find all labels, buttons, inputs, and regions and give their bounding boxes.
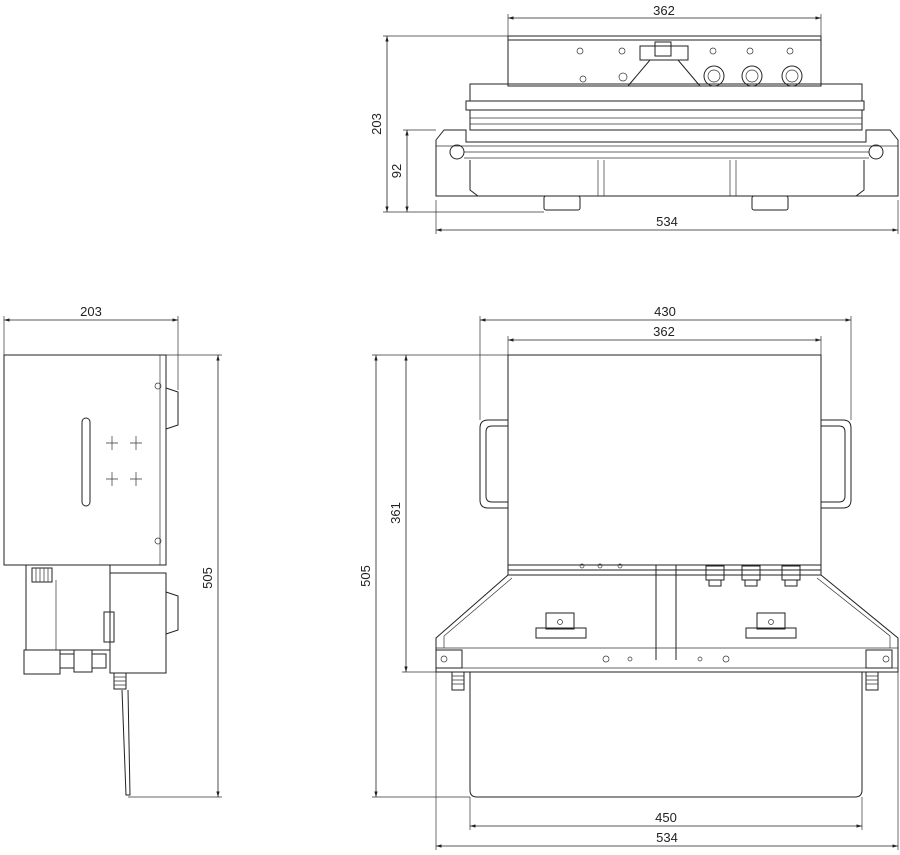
dim-top-height-total: 203 <box>369 113 384 135</box>
front-view <box>435 354 899 798</box>
dim-front-width-body: 362 <box>653 324 675 339</box>
dim-front-height-total: 505 <box>358 565 373 587</box>
dim-top-width-total: 534 <box>656 214 678 229</box>
top-view <box>435 35 899 211</box>
dim-front-width-base: 534 <box>656 830 678 845</box>
dim-front-width-tray: 450 <box>655 810 677 825</box>
side-view <box>3 354 179 796</box>
dim-side-height: 505 <box>200 567 215 589</box>
dim-front-height-body: 361 <box>388 502 403 524</box>
dim-front-width-outer: 430 <box>654 304 676 319</box>
side-view-dimensions: 203 505 <box>3 304 222 798</box>
front-view-dimensions: 430 362 361 505 450 534 <box>358 304 899 850</box>
dim-top-width-body: 362 <box>653 3 675 18</box>
dim-top-height-lower: 92 <box>389 164 404 178</box>
dim-side-width: 203 <box>80 304 102 319</box>
top-view-dimensions: 362 534 203 92 <box>369 3 899 234</box>
